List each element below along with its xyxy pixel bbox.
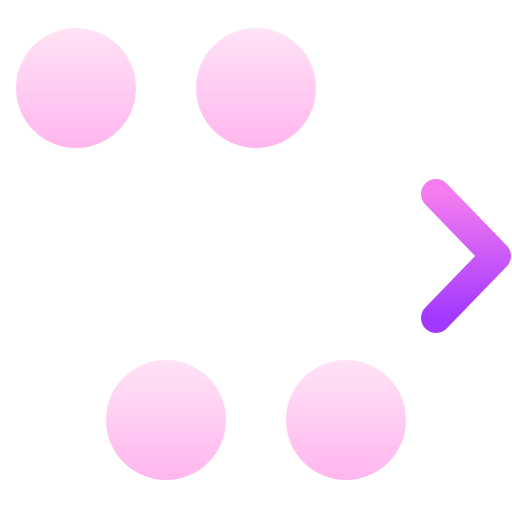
timeline-nodes xyxy=(16,28,406,480)
top-left-node xyxy=(16,28,136,148)
bottom-left-node xyxy=(106,360,226,480)
bottom-right-node xyxy=(286,360,406,480)
connector-lines xyxy=(61,148,361,362)
arrowhead xyxy=(421,179,511,333)
timeline-axis-group xyxy=(1,179,511,333)
top-right-node xyxy=(196,28,316,148)
